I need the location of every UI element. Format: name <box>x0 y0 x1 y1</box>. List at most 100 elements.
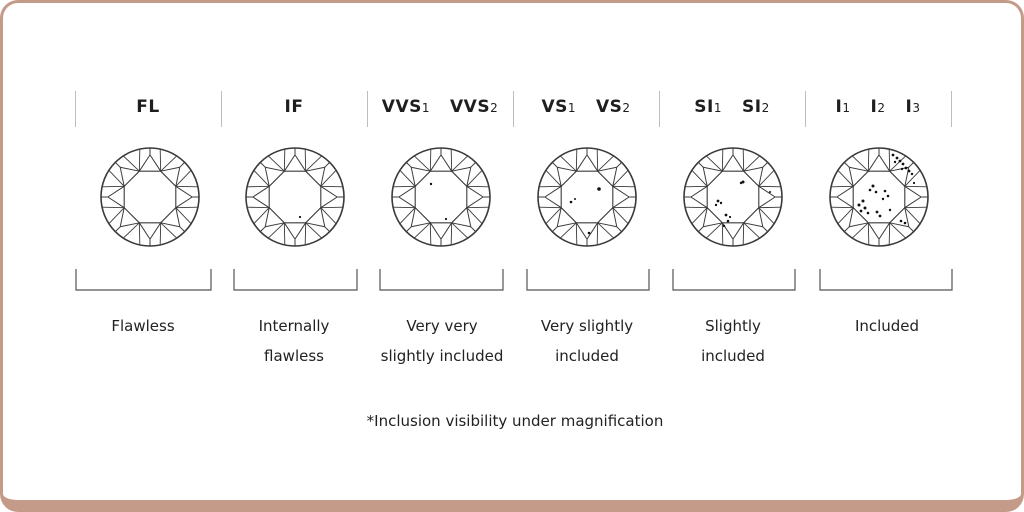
bracket <box>672 269 796 291</box>
inclusion-dot <box>298 215 302 219</box>
diamond-facet-line <box>305 166 325 172</box>
diamond-facet-line <box>758 196 776 209</box>
diamond-facet-line <box>612 207 618 227</box>
diamond-facet-line <box>324 226 331 233</box>
diamond-facet-line <box>685 206 708 209</box>
inclusion-dot <box>859 209 863 213</box>
diamond-facet-line <box>758 206 781 209</box>
diamond-facet-line <box>175 207 181 227</box>
diamond-facet-line <box>247 206 270 209</box>
grade-label-group-i: I1 I2 I3 <box>805 97 951 121</box>
diamond-facet-line <box>114 161 121 168</box>
diamond-facet-line <box>451 166 471 172</box>
bracket <box>75 269 212 291</box>
description-line: included <box>701 347 765 365</box>
diamond-table <box>560 170 614 224</box>
diamond-facet-line <box>268 155 285 172</box>
diamond-facet-line <box>175 206 198 209</box>
diamond-facet-line <box>123 222 140 239</box>
diamond-facet-line <box>758 170 775 187</box>
diamond-facet-line <box>836 185 854 198</box>
separator <box>221 91 222 127</box>
diamond-facet-line <box>904 185 927 188</box>
diamond-facet-line <box>320 170 337 187</box>
inclusion-dot <box>741 180 745 184</box>
description-line: Internally <box>258 317 330 335</box>
diamond-facet-line <box>889 222 909 228</box>
diamond-facet-line <box>888 222 891 245</box>
diamond-facet-line <box>411 222 431 228</box>
grade-label: VVS1 <box>381 97 430 117</box>
diamond-facet-line <box>179 226 186 233</box>
diamond-facet-line <box>410 167 416 187</box>
diamond-facet-line <box>551 161 558 168</box>
diamond-facet-line <box>283 149 286 172</box>
diamond-facet-line <box>107 196 125 209</box>
diamond-facet-line <box>612 170 629 187</box>
grade-label-group-vvs: VVS1 VVS2 <box>367 97 513 121</box>
diamond-facet-line <box>451 222 468 239</box>
diamond-facet-line <box>721 154 734 172</box>
diamond-facet-line <box>837 170 854 187</box>
description-si: Slightly included <box>658 311 808 371</box>
diamond-facet-line <box>320 167 326 187</box>
diamond-facet-line <box>848 207 854 227</box>
grade-label: VS1 <box>541 97 576 117</box>
diamond-facet-line <box>160 155 177 172</box>
diamond-facet-line <box>556 207 562 227</box>
diamond-facet-line <box>867 154 880 172</box>
description-line: included <box>555 347 619 365</box>
diamond-facet-line <box>742 222 745 245</box>
diamond-facet-line <box>304 222 307 245</box>
diamond-facet-line <box>159 149 162 172</box>
inclusion-dot <box>903 221 907 225</box>
diamond-facet-line <box>175 167 181 187</box>
diamond-facet-line <box>268 222 285 239</box>
inclusion-dot <box>910 172 914 176</box>
diamond-facet-line <box>175 196 193 209</box>
diamond-facet-line <box>398 185 416 198</box>
grade-label: SI1 <box>694 97 722 117</box>
diamond-facet-line <box>556 167 562 187</box>
diamond-facet-line <box>138 154 151 172</box>
diamond-facet-line <box>904 196 922 209</box>
diamond-facet-line <box>114 226 121 233</box>
description-line: Slightly <box>705 317 761 335</box>
diamond-facet-line <box>429 222 432 245</box>
diamond-facet-line <box>265 222 285 228</box>
inclusion-dot <box>719 201 723 205</box>
inclusion-dot <box>728 215 732 219</box>
bracket <box>819 269 953 291</box>
diamond-facet-line <box>539 206 562 209</box>
diamond-facet-line <box>149 222 162 240</box>
description-vvs: Very very slightly included <box>367 311 517 371</box>
diamond-facet-line <box>685 185 708 188</box>
separator <box>75 91 76 127</box>
separator <box>805 91 806 127</box>
diamond-facet-line <box>732 154 745 172</box>
diamond-facet-line <box>557 166 577 172</box>
diamond-facet-line <box>849 166 869 172</box>
separator <box>951 91 952 127</box>
diamond-facet-line <box>429 149 432 172</box>
inclusion-dot <box>900 167 904 171</box>
diamond-facet-line <box>283 222 286 245</box>
diamond-facet-line <box>904 206 927 209</box>
inclusion-dot <box>429 182 433 186</box>
inclusion-dot <box>912 181 916 185</box>
diamond-facet-line <box>849 222 869 228</box>
diamond-facet-line <box>612 185 635 188</box>
diamond-facet-line <box>888 149 891 172</box>
diamond-facet-line <box>544 185 562 198</box>
diamond-facet-line <box>575 222 578 245</box>
diamond-facet-line <box>743 155 760 172</box>
inclusion-dot <box>883 189 887 193</box>
diamond-table <box>268 170 322 224</box>
diamond-facet-line <box>878 154 891 172</box>
grade-label-group-if: IF <box>221 97 367 121</box>
diamond-facet-line <box>405 161 412 168</box>
grade-label: SI2 <box>742 97 770 117</box>
diamond-facet-line <box>586 222 599 240</box>
diamond-facet-line <box>466 207 472 227</box>
